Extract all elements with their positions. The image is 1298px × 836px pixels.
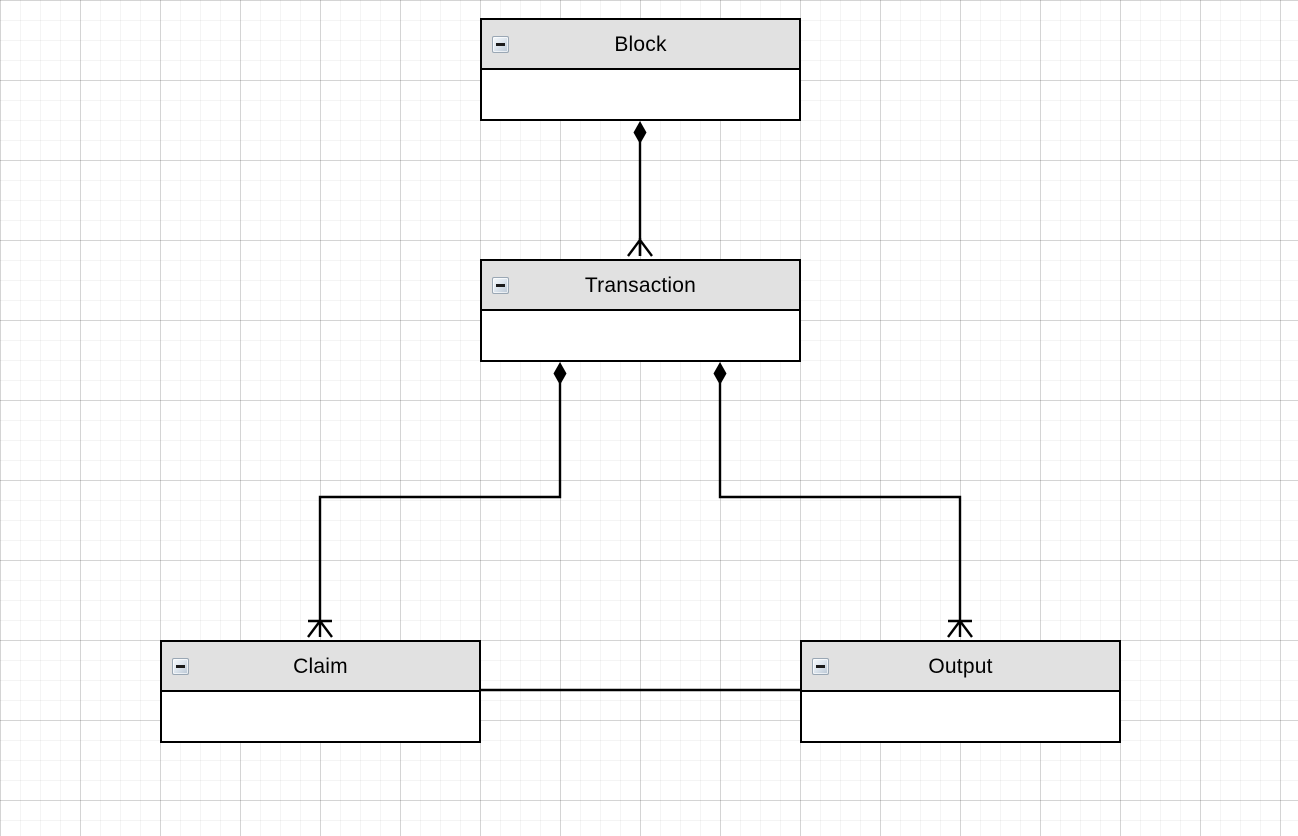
minus-glyph <box>496 284 505 287</box>
crows-foot-marker-claim <box>307 619 333 638</box>
entity-claim-title: Claim <box>293 654 348 678</box>
relationship-block-transaction[interactable] <box>627 121 653 257</box>
edge-line-transaction-claim <box>318 375 562 637</box>
entity-claim-attributes <box>162 692 479 741</box>
minus-box-icon[interactable] <box>812 658 829 675</box>
entity-transaction-header: Transaction <box>482 261 799 311</box>
entity-transaction[interactable]: Transaction <box>480 259 801 362</box>
entity-output-header: Output <box>802 642 1119 692</box>
minus-glyph <box>496 43 505 46</box>
entity-output-attributes <box>802 692 1119 741</box>
minus-glyph <box>816 665 825 668</box>
minus-box-icon[interactable] <box>492 36 509 53</box>
entity-claim[interactable]: Claim <box>160 640 481 743</box>
filled-diamond-marker-transaction-right <box>713 362 727 385</box>
minus-box-icon[interactable] <box>172 658 189 675</box>
edge-line-transaction-output <box>718 375 962 637</box>
entity-block[interactable]: Block <box>480 18 801 121</box>
entity-transaction-attributes <box>482 311 799 360</box>
entity-block-attributes <box>482 70 799 119</box>
entity-block-header: Block <box>482 20 799 70</box>
entity-output-title: Output <box>928 654 993 678</box>
entity-claim-header: Claim <box>162 642 479 692</box>
filled-diamond-marker-block <box>633 121 647 144</box>
crows-foot-marker-output <box>947 619 973 638</box>
minus-box-icon[interactable] <box>492 277 509 294</box>
relationship-transaction-claim[interactable] <box>307 362 567 638</box>
relationship-transaction-output[interactable] <box>713 362 973 638</box>
minus-glyph <box>176 665 185 668</box>
filled-diamond-marker-transaction-left <box>553 362 567 385</box>
entity-block-title: Block <box>614 32 667 56</box>
entity-output[interactable]: Output <box>800 640 1121 743</box>
crows-foot-marker-transaction <box>627 238 653 257</box>
entity-transaction-title: Transaction <box>584 273 697 297</box>
